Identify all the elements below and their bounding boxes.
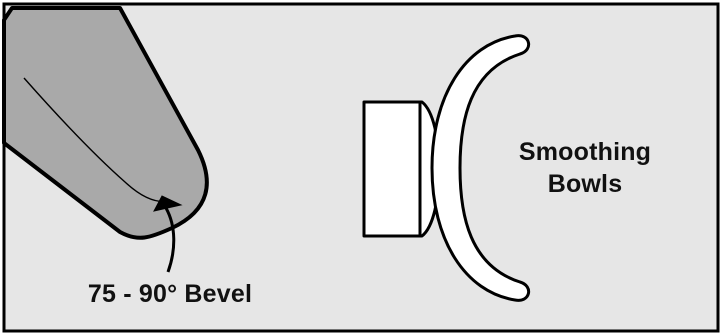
smoothing-bowls-label-line1: Smoothing — [518, 138, 652, 166]
holder-block — [362, 100, 441, 238]
bevel-label: 75 - 90° Bevel — [87, 280, 253, 308]
smoothing-bowls-label-line2: Bowls — [547, 170, 623, 198]
bevel-arrow — [153, 195, 183, 273]
bevel-arrow-head — [153, 195, 183, 212]
bevel-arrow-shaft — [164, 207, 176, 273]
smoothing-bowls-label: Smoothing Bowls — [510, 136, 660, 200]
smoothing-bowl-crescent — [430, 34, 531, 302]
bevel-edge-line — [23, 77, 171, 203]
smoothing-bowl-holder — [362, 100, 441, 238]
tool-blade-body — [2, 6, 209, 240]
beveled-tool — [2, 6, 209, 240]
